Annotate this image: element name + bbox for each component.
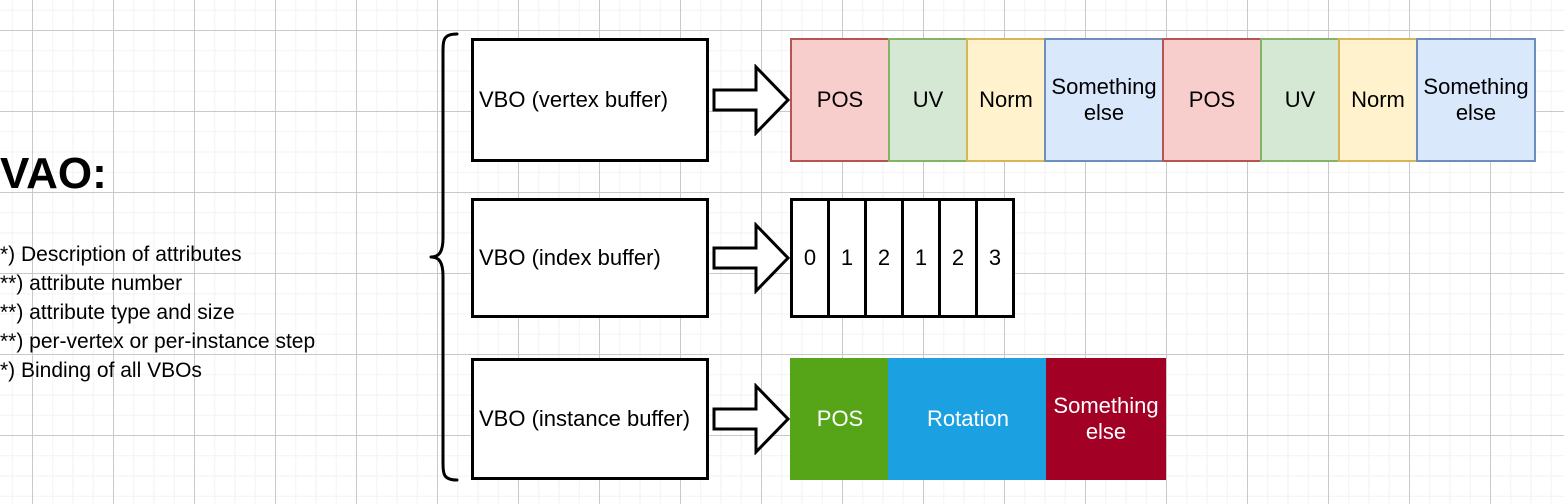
index-cell[interactable]: 1 — [827, 198, 867, 318]
vertex-cell[interactable]: POS — [790, 38, 890, 162]
page-title: VAO: — [0, 149, 107, 198]
vertex-cell[interactable]: UV — [888, 38, 968, 162]
note-line: **) attribute number — [0, 272, 183, 295]
vertex-cell[interactable]: UV — [1260, 38, 1340, 162]
instance-cell[interactable]: Something else — [1046, 358, 1166, 480]
note-line: *) Description of attributes — [0, 243, 242, 266]
index-cell[interactable]: 3 — [975, 198, 1015, 318]
vertex-cell[interactable]: Something else — [1416, 38, 1536, 162]
notes-list: *) Description of attributes **) attribut… — [0, 240, 420, 385]
vbo-instance-buffer-label: VBO (instance buffer) — [479, 406, 691, 431]
block-arrow-right-icon — [712, 222, 790, 294]
vertex-cell[interactable]: Something else — [1044, 38, 1164, 162]
instance-cell[interactable]: Rotation — [888, 358, 1048, 480]
left-curly-brace — [429, 32, 459, 482]
note-line: **) per-vertex or per-instance step — [0, 330, 316, 353]
index-cell[interactable]: 0 — [790, 198, 830, 318]
vbo-vertex-buffer-box[interactable]: VBO (vertex buffer) — [471, 38, 709, 162]
block-arrow-right-icon — [712, 383, 790, 455]
vbo-vertex-buffer-label: VBO (vertex buffer) — [479, 87, 669, 112]
index-cell[interactable]: 2 — [864, 198, 904, 318]
vbo-index-buffer-box[interactable]: VBO (index buffer) — [471, 198, 709, 318]
vbo-instance-buffer-box[interactable]: VBO (instance buffer) — [471, 358, 709, 480]
note-line: *) Binding of all VBOs — [0, 359, 202, 382]
note-line: **) attribute type and size — [0, 301, 235, 324]
vertex-cell[interactable]: Norm — [966, 38, 1046, 162]
index-cell[interactable]: 1 — [901, 198, 941, 318]
vbo-index-buffer-label: VBO (index buffer) — [479, 245, 661, 270]
block-arrow-right-icon — [712, 64, 790, 136]
vertex-cell[interactable]: POS — [1162, 38, 1262, 162]
index-cell[interactable]: 2 — [938, 198, 978, 318]
instance-cell[interactable]: POS — [790, 358, 890, 480]
vertex-cell[interactable]: Norm — [1338, 38, 1418, 162]
